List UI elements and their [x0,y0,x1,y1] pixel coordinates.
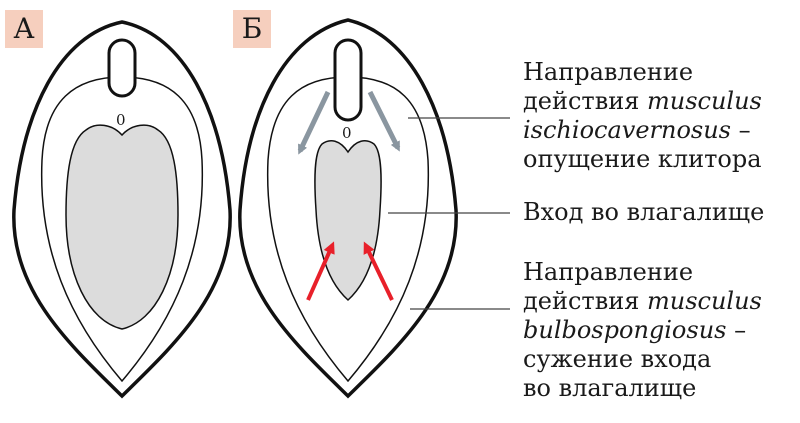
zero-mark-a: 0 [116,111,126,129]
ischio-line-2: действия musculus [523,87,762,116]
clitoris-b [333,38,363,122]
bulbo-line-4: сужение входа [523,345,712,373]
label-entrance: Вход во влагалище [523,198,764,227]
bulbo-line-1: Направление [523,258,694,286]
bulbo-latin-1: musculus [646,287,762,315]
red-arrow-left [306,241,335,301]
gray-arrow-left [297,90,331,155]
gray-arrow-right [367,90,401,152]
ischio-line-3: ischiocavernosus – [523,116,762,145]
bulbo-line-2: действия musculus [523,287,762,316]
bulbo-line-5: во влагалище [523,374,697,402]
bulbo-dash: – [726,316,747,344]
ischio-line-4: опущение клитора [523,145,762,173]
bulbo-latin-2: bulbospongiosus [523,316,727,344]
entrance-line: Вход во влагалище [523,198,765,226]
panel-a-badge: А [5,10,43,48]
label-bulbospongiosus: Направление действия musculus bulbospong… [523,258,762,403]
ischio-latin-1: musculus [646,87,762,115]
ischio-word: действия [523,87,640,115]
bulbo-line-3: bulbospongiosus – [523,316,762,345]
bulbo-word: действия [523,287,640,315]
zero-mark-b: 0 [342,124,352,142]
vestibule-b [314,139,382,302]
label-ischiocavernosus: Направление действия musculus ischiocave… [523,58,762,174]
clitoris-a [107,38,137,98]
ischio-dash: – [731,116,751,144]
ischio-line-1: Направление [523,58,694,86]
panel-b-badge: Б [233,10,271,48]
red-arrow-right [363,241,394,301]
panel-a [12,20,232,399]
ischio-latin-2: ischiocavernosus [523,116,731,144]
vestibule-a [65,124,179,330]
panel-b [238,18,458,399]
